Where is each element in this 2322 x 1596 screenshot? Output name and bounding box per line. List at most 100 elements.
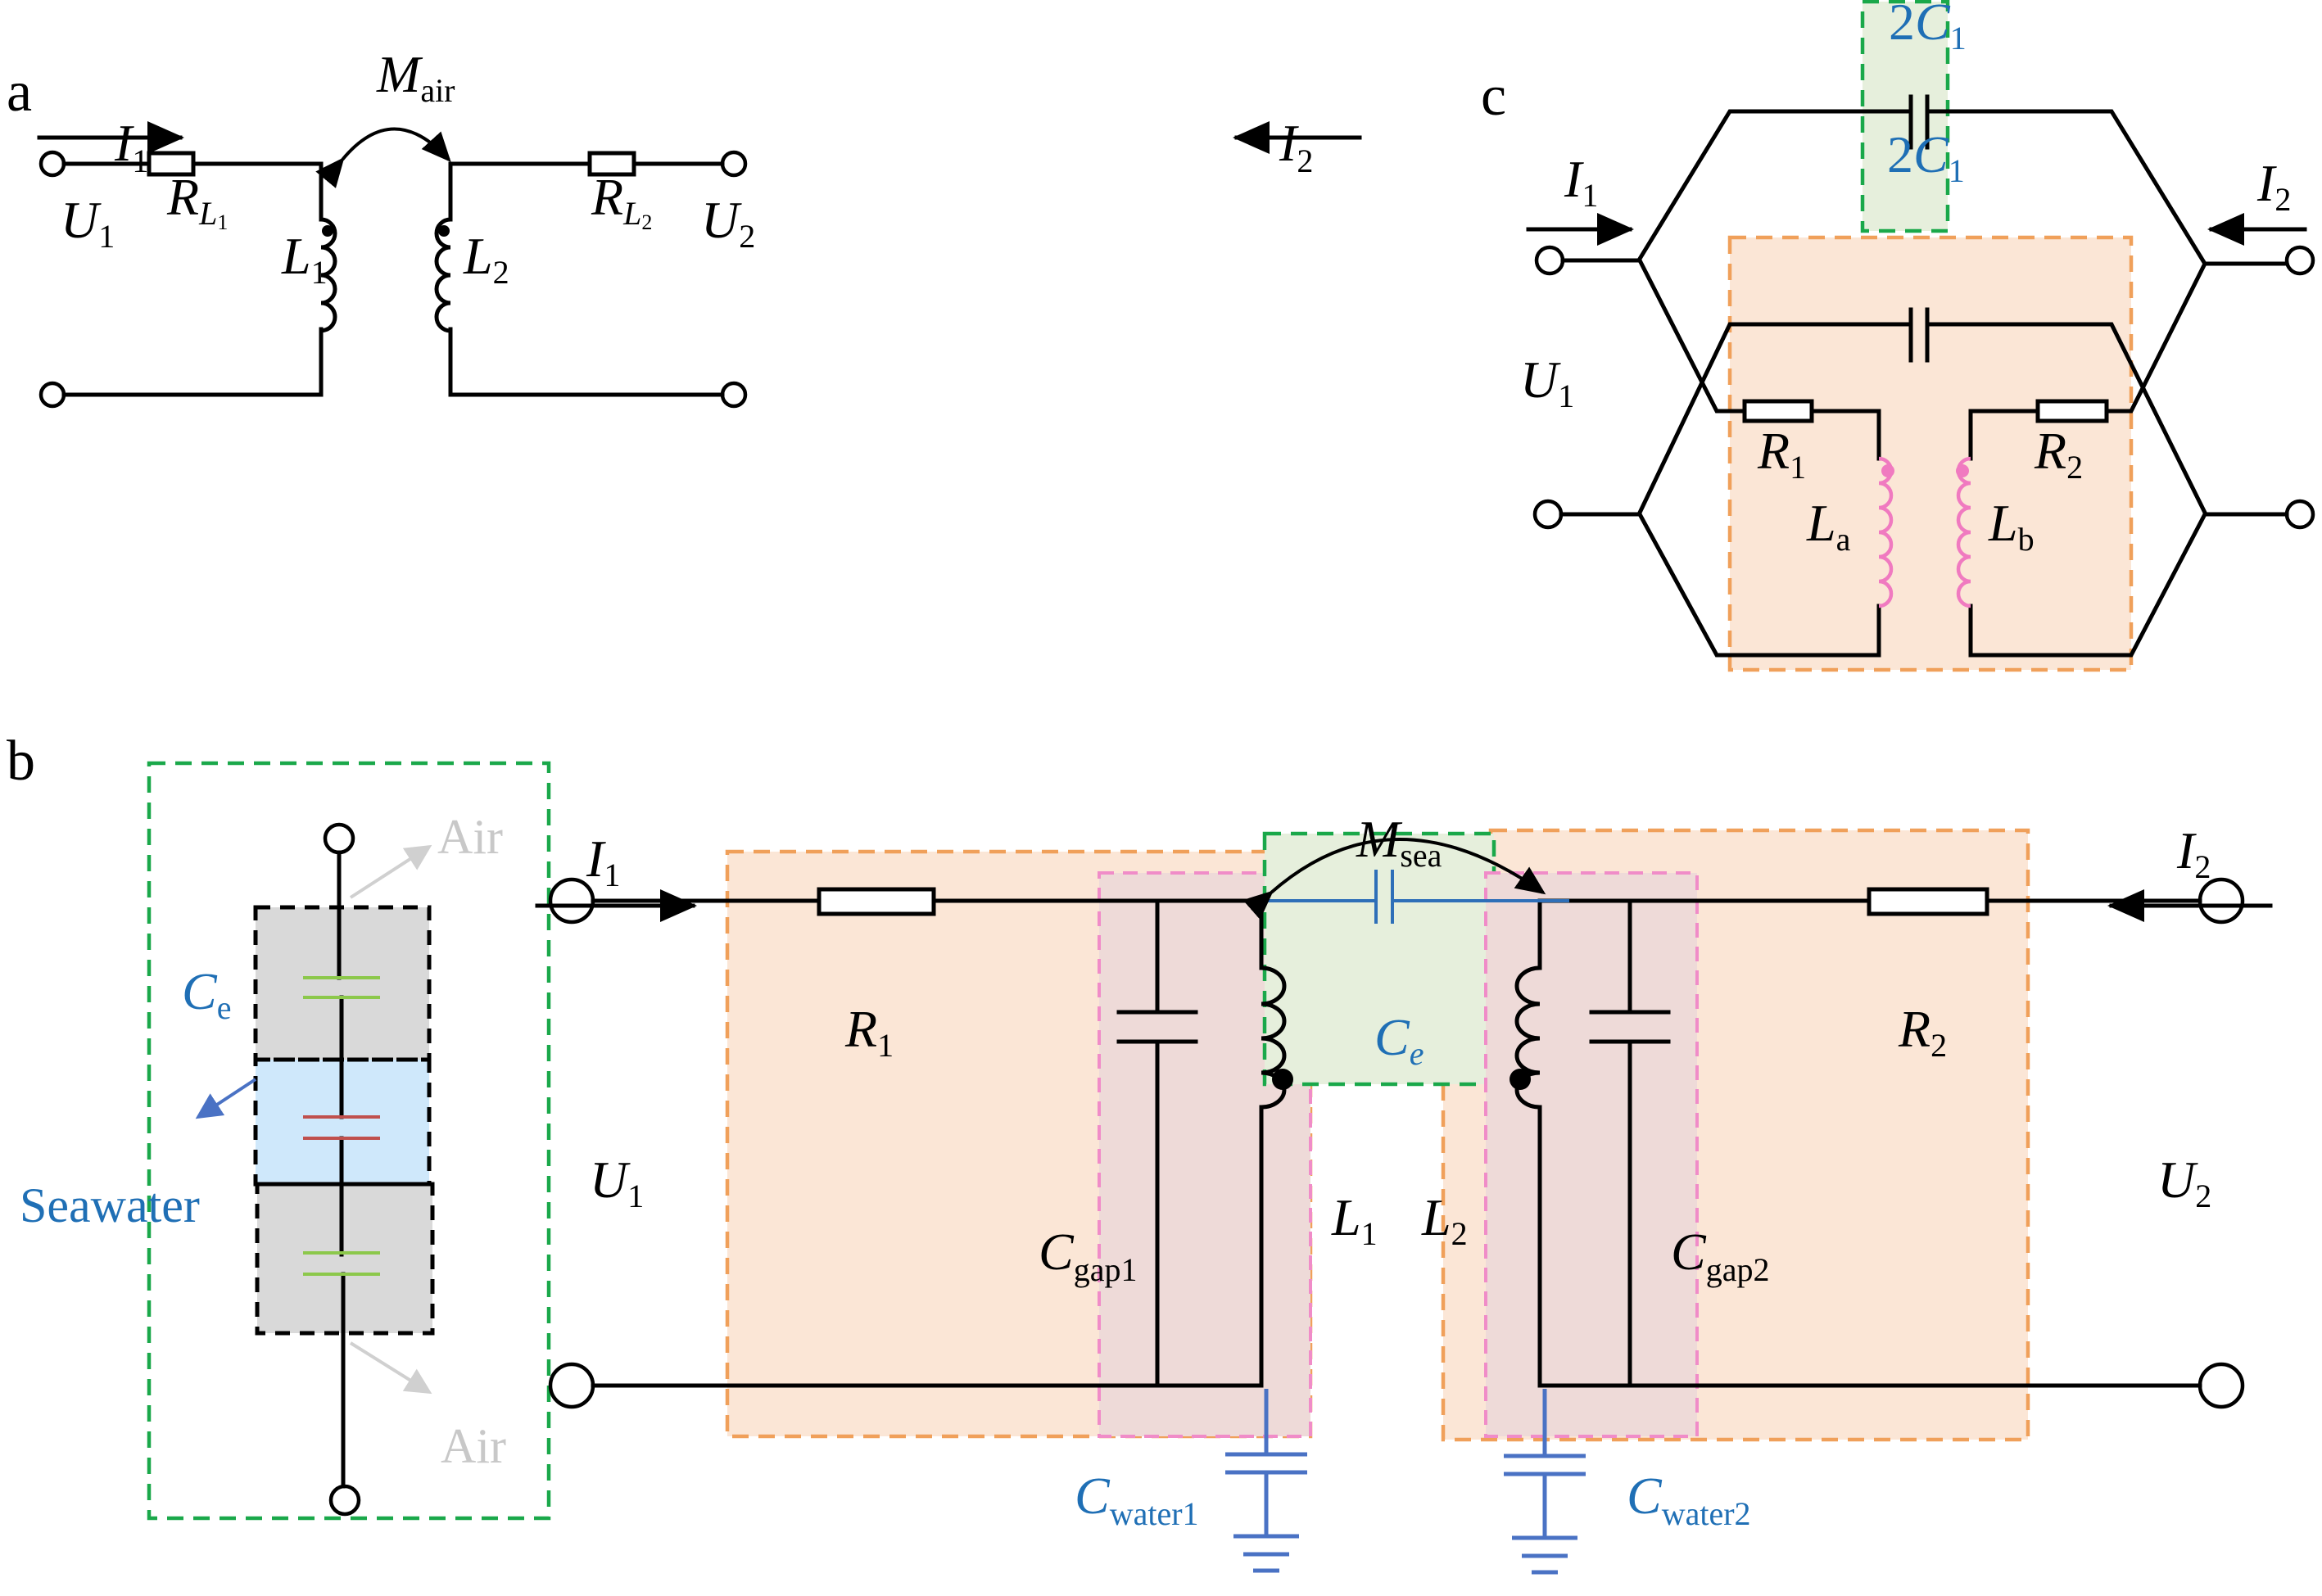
panel-b: b Air Air Seawater Ce <box>7 730 2273 1575</box>
capacitor-2c1-bottom-label: 2C1 <box>1887 125 1965 189</box>
terminal-c-right-bottom <box>2284 499 2315 530</box>
capacitance-ce-label: Ce <box>182 962 231 1026</box>
terminal-c-left-bottom <box>1532 499 1564 530</box>
mutual-inductance-sea-arrow-icon <box>1242 838 1546 920</box>
capacitor-2c1-bottom-icon <box>1908 307 1930 363</box>
resistor-rl1-label: RL1 <box>166 168 228 234</box>
panel-c-label: c <box>1481 65 1506 128</box>
terminal-right-bottom <box>720 381 748 409</box>
inductor-l2-icon <box>434 217 453 333</box>
wire-ce-stack <box>337 850 346 1489</box>
inductor-la-icon <box>1878 456 1894 608</box>
resistor-b-r1-label: R1 <box>844 1000 894 1064</box>
capacitor-cgap1-icon <box>1116 902 1198 1388</box>
terminal-b-left-bottom <box>548 1362 595 1409</box>
wire-c-right-inner-top <box>1968 260 2208 461</box>
terminal-right-top <box>720 150 748 178</box>
current-i2-label: I2 <box>1279 114 1313 179</box>
inductor-l1-icon <box>319 217 337 333</box>
voltage-b-u1-label: U1 <box>590 1151 644 1214</box>
capacitor-2c1-top-icon <box>1908 94 1930 150</box>
resistor-rl1-icon <box>147 151 196 177</box>
terminal-b-right-bottom <box>2198 1362 2245 1409</box>
wire-b-secondary-bottom <box>1537 1105 2202 1388</box>
wire-right-top <box>448 161 725 222</box>
wire-c-left-inner-top <box>1636 257 1881 461</box>
secondary-parasitic-region <box>1484 871 1699 1438</box>
mutual-m-sea-label: Msea <box>1356 810 1442 874</box>
terminal-ce-bottom <box>328 1484 361 1517</box>
air-top-label: Air <box>437 810 503 864</box>
wire-c-second-branch <box>1636 322 2208 516</box>
capacitor-air-plates-icon <box>303 976 380 1276</box>
voltage-b-u2-label: U2 <box>2157 1151 2211 1214</box>
capacitor-cwater2-ground-icon <box>1504 1389 1586 1575</box>
wire-c-right-inner-bottom <box>1968 511 2208 658</box>
panel-c: c 2C1 2C1 I1 I2 U1 R1 R2 <box>1481 0 2315 672</box>
air-bottom-label: Air <box>441 1419 506 1473</box>
wire-left-bottom <box>61 327 324 397</box>
air-bottom-arrow-icon <box>349 1341 432 1395</box>
current-c-i2-label: I2 <box>2256 154 2291 218</box>
terminal-c-left-top <box>1534 245 1565 276</box>
wire-b-primary-bottom <box>591 1105 1264 1388</box>
dot-marker-lb <box>1956 464 1969 477</box>
resistor-rl2-label: RL2 <box>591 168 652 234</box>
resistor-b-r1-icon <box>817 887 936 916</box>
dot-marker-la <box>1881 464 1894 477</box>
capacitor-cgap1-label: Cgap1 <box>1039 1223 1137 1288</box>
capacitor-2c1-top-label: 2C1 <box>1889 0 1967 57</box>
current-c-i1-label: I1 <box>1564 150 1598 214</box>
inductor-b-l1-label: L1 <box>1331 1188 1378 1252</box>
terminal-c-right-top <box>2284 245 2315 276</box>
dot-marker-l1 <box>322 225 333 237</box>
resistor-rl2-icon <box>587 151 636 177</box>
capacitor-cgap2-icon <box>1589 902 1671 1388</box>
capacitor-cgap2-label: Cgap2 <box>1671 1223 1769 1288</box>
current-b-i1-label: I1 <box>586 830 620 893</box>
resistor-b-r2-icon <box>1867 887 1989 916</box>
voltage-u2-label: U2 <box>701 191 755 255</box>
terminal-ce-top <box>323 822 355 855</box>
dot-marker-b-l2 <box>1510 1069 1531 1090</box>
seawater-label: Seawater <box>20 1178 200 1232</box>
capacitor-cwater1-ground-icon <box>1225 1389 1307 1573</box>
wire-c-terminal-leads <box>1559 258 2289 517</box>
capacitor-cwater1-label: Cwater1 <box>1075 1467 1199 1532</box>
resistor-c-r1-label: R1 <box>1757 422 1806 486</box>
seawater-capacitance-model-region <box>147 761 551 1521</box>
layer-boundaries <box>253 905 435 1336</box>
inductor-l1-label: L1 <box>281 227 328 291</box>
resistor-c-r2-icon <box>2035 399 2109 423</box>
terminal-left-top <box>38 150 66 178</box>
capacitor-cwater2-label: Cwater2 <box>1627 1467 1751 1532</box>
mutual-inductance-arrow-icon <box>315 127 451 188</box>
mutual-m-air-label: Mair <box>376 45 455 109</box>
capacitor-seawater-plates-icon <box>303 1115 380 1140</box>
seawater-arrow-icon <box>195 1078 257 1119</box>
inductor-la-label: La <box>1806 494 1851 558</box>
resistor-c-r1-icon <box>1742 399 1814 423</box>
dot-marker-b-l1 <box>1272 1069 1293 1090</box>
capacitive-coupling-region <box>1860 0 1950 233</box>
resistor-c-r2-label: R2 <box>2034 422 2083 486</box>
panel-b-label: b <box>7 730 35 793</box>
current-b-i2-label: I2 <box>2176 821 2211 885</box>
wire-c-top-branch <box>1636 109 2208 267</box>
inductor-b-l2-label: L2 <box>1421 1188 1468 1252</box>
panel-a-label: a <box>7 61 32 124</box>
inductor-lb-label: Lb <box>1988 494 2035 558</box>
panel-a: a I1 I2 Mair RL1 RL2 L1 L2 U1 U2 <box>7 45 1362 409</box>
voltage-u1-label: U1 <box>61 191 115 255</box>
terminal-left-bottom <box>38 381 66 409</box>
capacitor-b-ce-label: Ce <box>1374 1008 1424 1072</box>
dot-marker-l2 <box>438 225 450 237</box>
current-i1-label: I1 <box>114 114 148 179</box>
air-top-arrow-icon <box>349 844 432 899</box>
wire-right-bottom <box>448 327 725 397</box>
inductive-coupling-region <box>1727 235 2134 672</box>
inductor-l2-label: L2 <box>463 227 509 291</box>
terminal-b-right-top <box>2198 877 2245 925</box>
wire-c-left-inner-bottom <box>1636 511 1881 658</box>
